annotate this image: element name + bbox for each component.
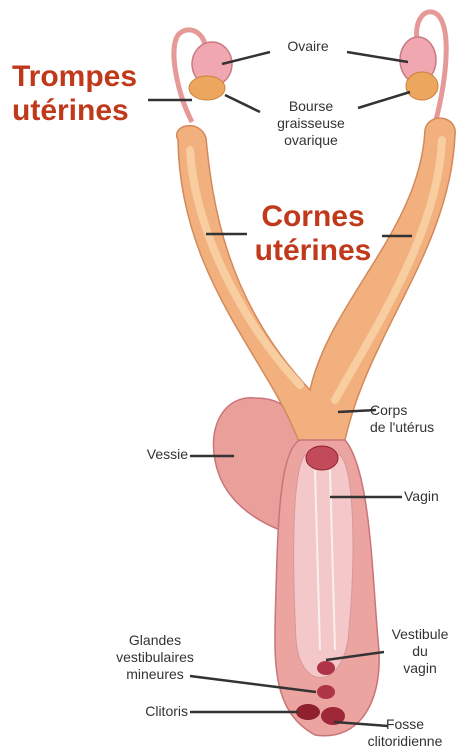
label-ovaire: Ovaire xyxy=(268,38,348,55)
label-vessie: Vessie xyxy=(118,446,188,463)
vagina-lumen xyxy=(294,455,353,678)
label-trompes: Trompes utérines xyxy=(12,60,162,128)
vestibular-gland xyxy=(317,661,335,675)
label-fosse: Fosse clitoridienne xyxy=(346,716,464,750)
label-bourse: Bourse graisseuse ovarique xyxy=(252,98,370,149)
leader-ovaire-right xyxy=(347,52,408,62)
clitoris xyxy=(296,704,320,720)
right-ovarian-fat-pad xyxy=(406,72,438,100)
label-vestibule: Vestibule du vagin xyxy=(378,626,462,677)
label-glandes: Glandes vestibulaires mineures xyxy=(90,632,220,683)
label-cornes: Cornes utérines xyxy=(238,200,388,268)
cervix xyxy=(306,446,338,470)
label-vagin: Vagin xyxy=(404,488,464,505)
label-clitoris: Clitoris xyxy=(112,703,188,720)
vestibular-gland xyxy=(317,685,335,699)
left-ovarian-fat-pad xyxy=(189,76,225,100)
label-corps: Corps de l'utérus xyxy=(370,402,466,436)
uterine-horns-and-body xyxy=(177,118,456,445)
